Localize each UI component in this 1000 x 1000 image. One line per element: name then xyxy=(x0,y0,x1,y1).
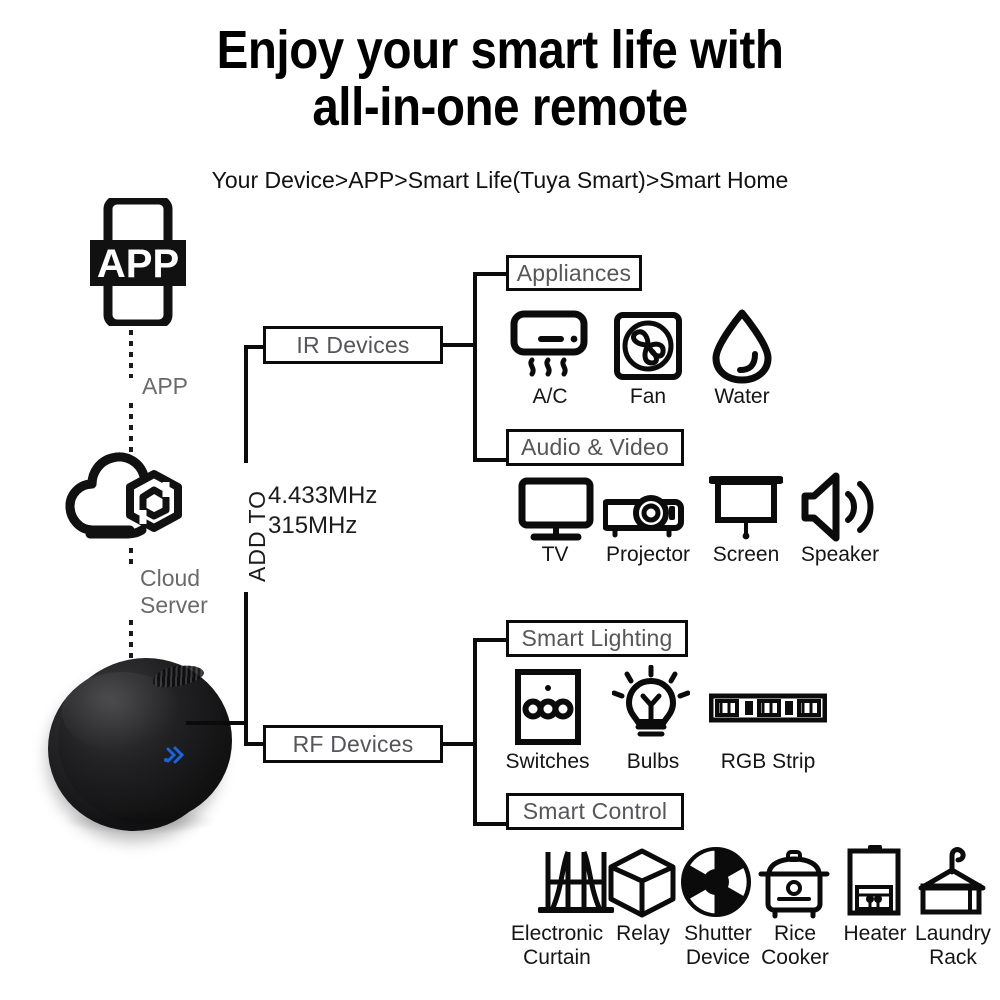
wall-switch-icon xyxy=(512,668,584,748)
device-label-laundry-rack-line-2: Rack xyxy=(929,946,977,969)
rf-bracket-stem xyxy=(443,742,477,746)
page-title-line-2: all-in-one remote xyxy=(312,77,688,137)
laundry-rack-icon xyxy=(913,846,991,918)
device-label-relay: Relay xyxy=(616,922,670,945)
hub-signal-indicator-icon xyxy=(164,743,190,772)
cloud-to-label-dotted-line xyxy=(129,548,133,570)
heater-icon xyxy=(845,843,903,919)
node-smart-control[interactable]: Smart Control xyxy=(506,793,684,830)
device-label-shutter-device-line-1: Shutter xyxy=(684,922,752,945)
device-label-speaker: Speaker xyxy=(800,543,880,566)
frequency-line-2: 315MHz xyxy=(268,512,358,539)
node-rf-devices[interactable]: RF Devices xyxy=(263,725,443,763)
rf-bracket-to-smart-lighting xyxy=(473,638,509,642)
device-label-rice-cooker: Rice Cooker xyxy=(752,922,838,970)
hub-top-face xyxy=(58,659,230,823)
node-audio-video-label: Audio & Video xyxy=(521,434,669,460)
page-title-line-1: Enjoy your smart life with xyxy=(216,20,784,80)
ir-bracket-to-audio-video xyxy=(473,458,509,462)
device-label-switches: Switches xyxy=(505,750,590,773)
device-label-bulbs: Bulbs xyxy=(626,750,680,773)
hub-drop-shadow xyxy=(66,808,216,834)
breadcrumb: Your Device>APP>Smart Life(Tuya Smart)>S… xyxy=(211,167,789,193)
trunk-line-upper xyxy=(244,345,248,463)
device-label-projector: Projector xyxy=(605,543,691,566)
device-label-electronic-curtain: Electronic Curtain xyxy=(492,922,622,970)
app-label: APP xyxy=(142,373,189,399)
relay-cube-icon xyxy=(607,848,677,918)
device-label-water: Water xyxy=(714,385,770,408)
trunk-to-ir-connector xyxy=(244,345,266,349)
node-rf-devices-label: RF Devices xyxy=(292,730,414,757)
ir-rf-hub-device xyxy=(48,658,233,838)
device-label-electronic-curtain-line-2: Curtain xyxy=(523,946,591,969)
hub-to-trunk-line xyxy=(186,721,246,725)
trunk-to-rf-connector xyxy=(244,742,266,746)
page-title: Enjoy your smart life with all-in-one re… xyxy=(60,22,940,136)
device-label-ac: A/C xyxy=(532,385,568,408)
frequency-line-1: 4.433MHz xyxy=(268,482,378,509)
hub-gloss-highlight xyxy=(62,672,182,752)
device-label-fan: Fan xyxy=(629,385,667,408)
device-label-heater: Heater xyxy=(843,922,907,945)
device-label-laundry-rack-line-1: Laundry xyxy=(915,922,991,945)
node-audio-video[interactable]: Audio & Video xyxy=(506,429,684,466)
label-to-cloud-dotted-line xyxy=(129,403,133,453)
node-smart-lighting-label: Smart Lighting xyxy=(521,625,673,651)
device-label-screen: Screen xyxy=(712,543,780,566)
app-to-label-dotted-line xyxy=(129,330,133,378)
cloud-server-icon xyxy=(58,452,198,542)
node-appliances[interactable]: Appliances xyxy=(506,255,642,291)
light-bulb-icon xyxy=(612,665,690,747)
shutter-icon xyxy=(679,845,753,919)
ir-bracket-stem xyxy=(443,343,477,347)
label-to-hub-dotted-line xyxy=(129,620,133,658)
rf-bracket-spine xyxy=(473,638,477,826)
cloud-server-label: Cloud Server xyxy=(140,565,208,619)
speaker-icon xyxy=(800,472,880,542)
water-drop-icon xyxy=(708,308,776,384)
device-label-shutter-device-line-2: Device xyxy=(685,946,751,969)
device-label-tv: TV xyxy=(541,543,569,566)
air-conditioner-icon xyxy=(510,310,588,380)
app-icon-text: APP xyxy=(97,242,179,286)
add-to-label: ADD TO xyxy=(244,489,270,582)
cloud-server-label-line-2: Server xyxy=(140,592,208,618)
curtain-icon xyxy=(538,846,614,918)
trunk-line-lower xyxy=(244,592,248,744)
frequency-label: 4.433MHz 315MHz xyxy=(268,481,377,541)
cloud-server-label-line-1: Cloud xyxy=(140,565,201,591)
projector-icon xyxy=(603,486,689,540)
ir-bracket-spine xyxy=(473,272,477,462)
ir-bracket-to-appliances xyxy=(473,272,509,276)
led-strip-icon xyxy=(709,690,827,726)
device-label-rice-cooker-line-2: Cooker xyxy=(761,946,829,969)
device-label-electronic-curtain-line-1: Electronic xyxy=(510,922,604,945)
device-label-shutter-device: Shutter Device xyxy=(672,922,764,970)
fan-icon xyxy=(613,311,683,381)
node-smart-control-label: Smart Control xyxy=(522,798,668,824)
projection-screen-icon xyxy=(709,474,783,542)
device-label-rice-cooker-line-1: Rice xyxy=(773,922,816,945)
rice-cooker-icon xyxy=(757,848,831,920)
node-ir-devices[interactable]: IR Devices xyxy=(263,326,443,364)
node-smart-lighting[interactable]: Smart Lighting xyxy=(506,620,688,657)
node-ir-devices-label: IR Devices xyxy=(296,331,410,358)
node-appliances-label: Appliances xyxy=(516,259,632,286)
rf-bracket-to-smart-control xyxy=(473,822,509,826)
device-label-laundry-rack: Laundry Rack xyxy=(908,922,998,970)
app-phone-icon: APP xyxy=(80,198,196,326)
device-label-rgb-strip: RGB Strip xyxy=(720,750,816,773)
tv-icon xyxy=(518,477,594,543)
